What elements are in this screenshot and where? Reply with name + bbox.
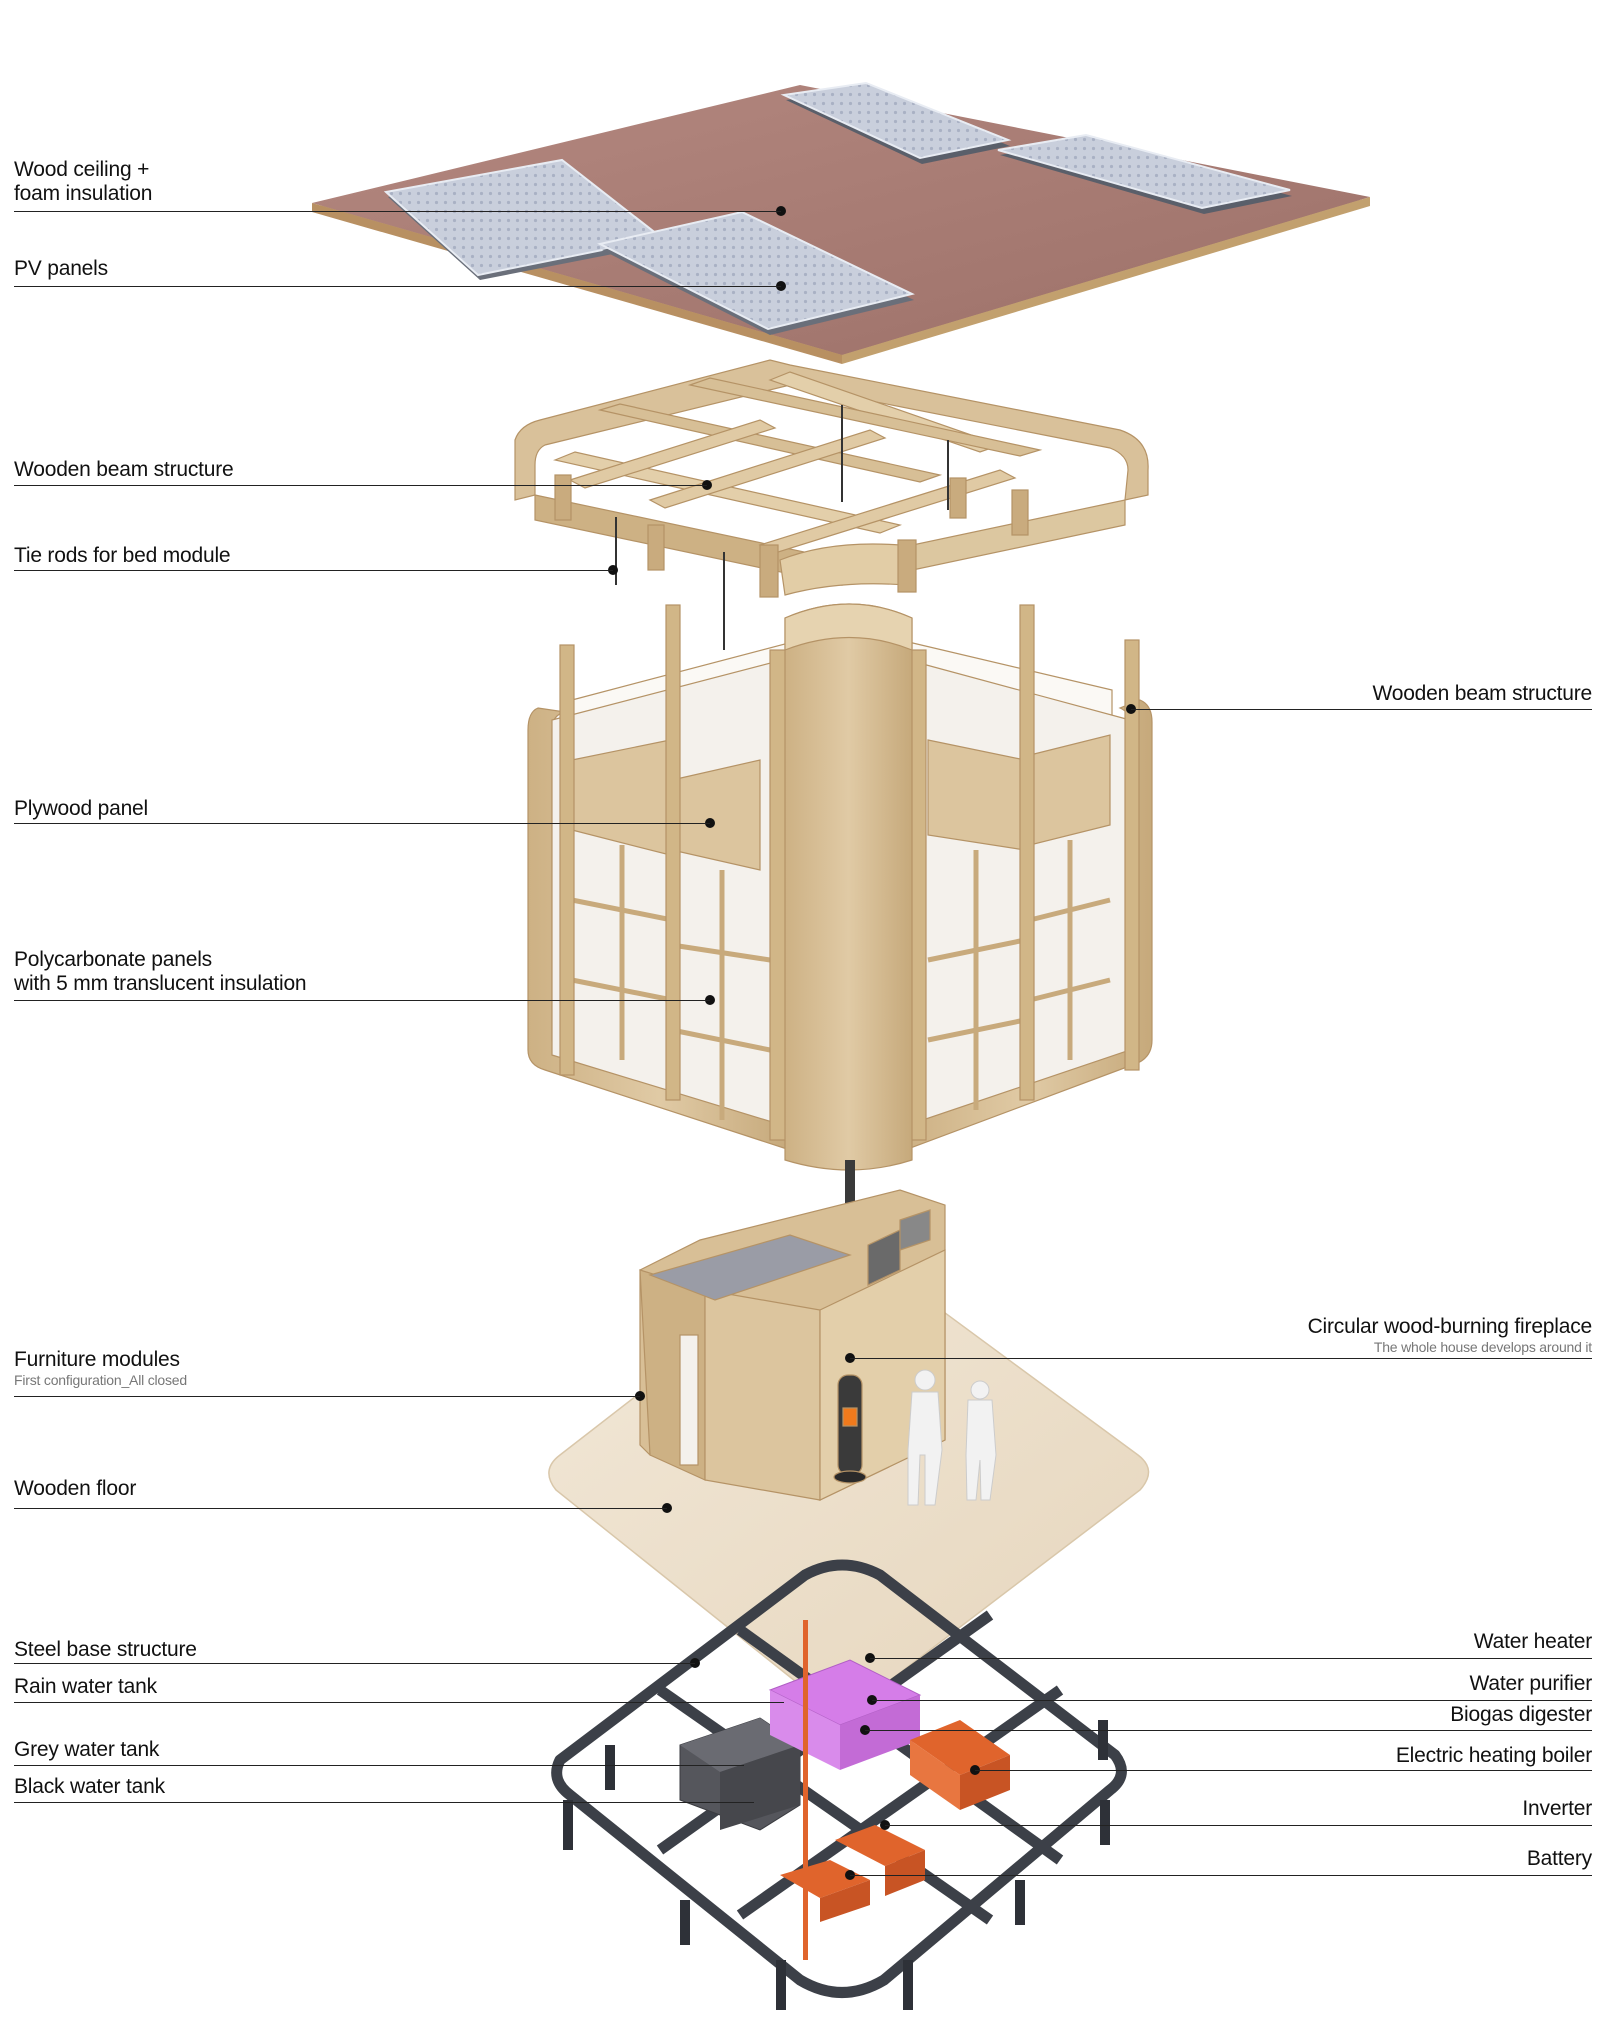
label-furniture-text: Furniture modules [14,1348,180,1371]
label-inverter: Inverter [1522,1797,1592,1821]
leader-line-fireplace [850,1358,1592,1359]
leader-line-polycarbonate [14,1000,710,1001]
label-plywood-panel-text: Plywood panel [14,797,148,820]
label-water-heater-text: Water heater [1473,1630,1592,1653]
label-battery: Battery [1527,1847,1592,1871]
label-polycarbonate-line1: Polycarbonate panels [14,948,212,971]
leader-line-water-purifier [872,1700,1592,1701]
leader-line-wooden-beam-side [1131,709,1592,710]
leader-line-wooden-beam-top [14,485,707,486]
label-polycarbonate-panels: Polycarbonate panels with 5 mm transluce… [14,948,307,996]
label-grey-water-text: Grey water tank [14,1738,160,1761]
leader-line-grey-water [14,1765,744,1766]
label-water-purifier-text: Water purifier [1469,1672,1593,1695]
label-biogas-text: Biogas digester [1450,1703,1592,1726]
pv-panel-array [383,81,1292,335]
label-wooden-beam-side-text: Wooden beam structure [1372,682,1592,705]
leader-line-battery [850,1875,1592,1876]
leader-line-rain-water [14,1702,784,1703]
label-rain-water-text: Rain water tank [14,1675,157,1698]
label-fireplace: Circular wood-burning fireplace The whol… [1307,1315,1593,1355]
label-grey-water-tank: Grey water tank [14,1738,159,1762]
leader-line-pv-panels [14,286,781,287]
leader-line-black-water [14,1802,754,1803]
leader-line-water-heater [870,1658,1592,1659]
label-steel-base-structure: Steel base structure [14,1638,197,1662]
label-wooden-beam-top-text: Wooden beam structure [14,458,234,481]
leader-line-wood-ceiling [14,211,781,212]
leader-line-biogas [865,1730,1592,1731]
wall-module [527,603,1153,1171]
tie-rod-set [615,405,949,650]
leader-line-tie-rods [14,570,613,571]
label-wooden-beam-structure-side: Wooden beam structure [1372,682,1592,706]
leader-line-inverter [885,1825,1592,1826]
label-furniture-subtext: First configuration_All closed [14,1372,187,1388]
leader-line-plywood-panel [14,823,710,824]
label-fireplace-subtext: The whole house develops around it [1373,1339,1592,1355]
leader-dots [608,206,1136,1880]
furniture-module [639,1189,946,1501]
label-tie-rods: Tie rods for bed module [14,544,231,568]
leader-line-boiler [975,1770,1592,1771]
wooden-beam-frame [514,359,1149,598]
label-inverter-text: Inverter [1522,1797,1592,1820]
label-fireplace-text: Circular wood-burning fireplace [1307,1315,1593,1338]
leader-line-wooden-floor [14,1508,667,1509]
label-wooden-beam-structure-top: Wooden beam structure [14,458,234,482]
leader-line-steel-base [14,1663,695,1664]
label-water-heater: Water heater [1474,1630,1592,1654]
label-wood-ceiling: Wood ceiling + foam insulation [14,158,152,206]
label-wooden-floor: Wooden floor [14,1477,136,1501]
label-wood-ceiling-line1: Wood ceiling + [14,158,150,181]
label-black-water-text: Black water tank [14,1775,165,1798]
label-rain-water-tank: Rain water tank [14,1675,157,1699]
human-figures [907,1369,997,1506]
label-plywood-panel: Plywood panel [14,797,148,821]
steel-base-legs [563,1720,1110,2010]
label-wood-ceiling-line2: foam insulation [14,182,153,205]
label-water-purifier: Water purifier [1469,1672,1593,1696]
label-furniture-modules: Furniture modules First configuration_Al… [14,1348,187,1388]
label-electric-heating-boiler: Electric heating boiler [1396,1744,1592,1768]
label-steel-base-text: Steel base structure [14,1638,197,1661]
label-black-water-tank: Black water tank [14,1775,165,1799]
label-battery-text: Battery [1526,1847,1592,1870]
label-tie-rods-text: Tie rods for bed module [14,544,231,567]
label-boiler-text: Electric heating boiler [1395,1744,1592,1767]
leader-line-furniture [14,1396,640,1397]
label-pv-panels-text: PV panels [14,257,108,280]
label-pv-panels: PV panels [14,257,108,281]
label-wooden-floor-text: Wooden floor [14,1477,137,1500]
label-polycarbonate-line2: with 5 mm translucent insulation [14,972,307,995]
label-biogas-digester: Biogas digester [1450,1703,1592,1727]
